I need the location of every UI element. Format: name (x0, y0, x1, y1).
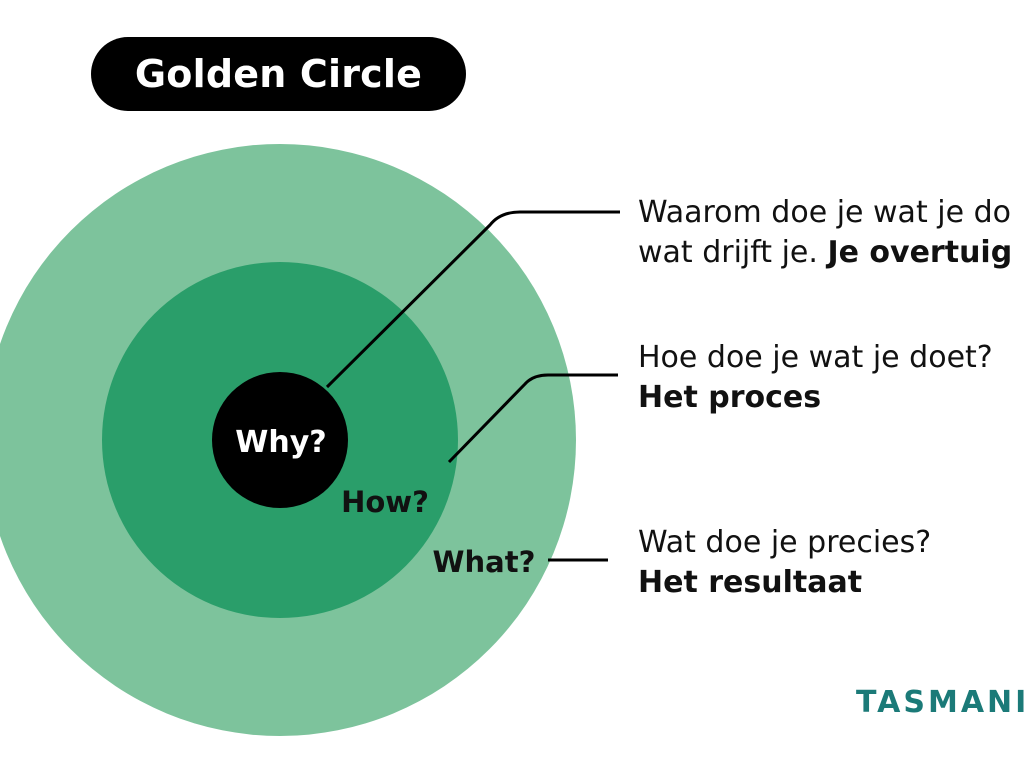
brand-logo: TASMANIC (856, 685, 1024, 720)
why-connector-line (325, 210, 620, 389)
how-description: Hoe doe je wat je doet? Het proces (638, 338, 993, 418)
what-description-emphasis: Het resultaat (638, 565, 863, 600)
title-badge: Golden Circle (91, 37, 466, 111)
why-description-line1: Waarom doe je wat je do (638, 195, 1011, 230)
what-description: Wat doe je precies? Het resultaat (638, 523, 931, 603)
why-circle (212, 372, 348, 508)
why-description-line2: wat drijft je. Je overtuig (638, 233, 1012, 273)
how-connector-line (447, 373, 618, 464)
how-description-emphasis: Het proces (638, 380, 822, 415)
why-label: Why? (235, 425, 326, 460)
why-description-line2-text: wat drijft je. (638, 235, 828, 270)
what-label: What? (433, 545, 536, 579)
how-description-line1: Hoe doe je wat je doet? (638, 340, 993, 375)
page-title: Golden Circle (134, 52, 423, 96)
why-description-emphasis: Je overtuig (827, 235, 1013, 270)
why-description: Waarom doe je wat je do wat drijft je. J… (638, 193, 1012, 273)
what-description-line1: Wat doe je precies? (638, 525, 932, 560)
how-label: How? (341, 485, 429, 519)
